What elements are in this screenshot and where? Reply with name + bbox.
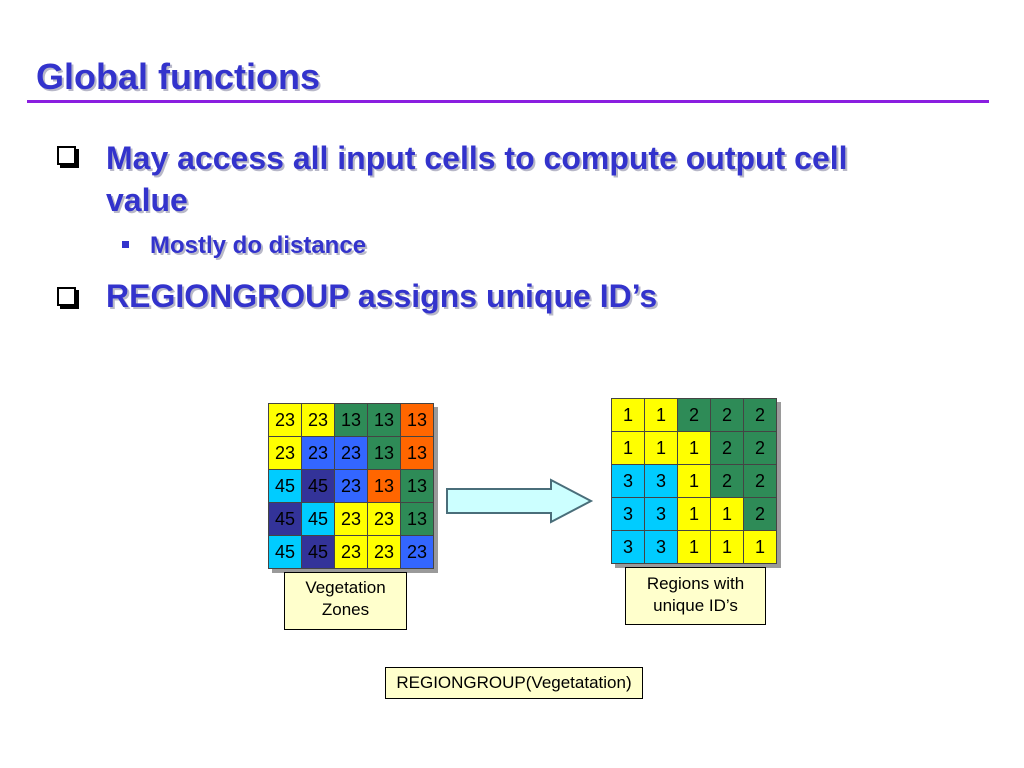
grid-cell: 13: [368, 470, 400, 502]
grid-cell: 13: [368, 437, 400, 469]
grid-cell: 23: [368, 503, 400, 535]
grid-cell: 2: [711, 399, 743, 431]
grid-cell: 2: [744, 465, 776, 497]
grid-cell: 23: [335, 503, 367, 535]
grid-cell: 1: [711, 531, 743, 563]
square-bullet-icon: [122, 241, 129, 248]
slide-title: Global functions: [36, 56, 320, 97]
grid-cell: 2: [678, 399, 710, 431]
grid-cell: 2: [711, 432, 743, 464]
grid-cell: 45: [302, 536, 334, 568]
right-arrow-icon: [446, 478, 594, 524]
sub-bullet-distance: Mostly do distance: [150, 232, 367, 259]
grid-cell: 2: [744, 498, 776, 530]
grid-cell: 23: [335, 470, 367, 502]
regions-label: Regions with unique ID’s: [625, 567, 766, 625]
grid-cell: 13: [401, 470, 433, 502]
grid-cell: 1: [678, 498, 710, 530]
checkbox-bullet-icon: [57, 287, 76, 306]
grid-cell: 1: [744, 531, 776, 563]
grid-cell: 3: [612, 531, 644, 563]
grid-cell: 23: [401, 536, 433, 568]
grid-cell: 3: [612, 498, 644, 530]
grid-cell: 23: [269, 404, 301, 436]
grid-cell: 2: [711, 465, 743, 497]
grid-cell: 23: [302, 404, 334, 436]
grid-cell: 3: [645, 531, 677, 563]
grid-cell: 23: [368, 536, 400, 568]
grid-cell: 13: [335, 404, 367, 436]
grid-cell: 1: [678, 531, 710, 563]
grid-cell: 45: [302, 470, 334, 502]
grid-cell: 45: [269, 503, 301, 535]
grid-cell: 23: [302, 437, 334, 469]
grid-cell: 45: [269, 536, 301, 568]
grid-cell: 13: [401, 437, 433, 469]
vegetation-zones-label: Vegetation Zones: [284, 572, 407, 630]
title-divider: [27, 100, 989, 103]
grid-cell: 13: [368, 404, 400, 436]
grid-cell: 2: [744, 399, 776, 431]
grid-cell: 1: [711, 498, 743, 530]
grid-cell: 1: [645, 432, 677, 464]
bullet-access-all-cells: May access all input cells to compute ou…: [106, 140, 848, 218]
grid-cell: 1: [678, 465, 710, 497]
grid-cell: 13: [401, 404, 433, 436]
grid-cell: 13: [401, 503, 433, 535]
grid-cell: 1: [612, 399, 644, 431]
grid-cell: 23: [335, 536, 367, 568]
grid-cell: 23: [335, 437, 367, 469]
grid-cell: 1: [612, 432, 644, 464]
checkbox-bullet-icon: [57, 146, 76, 165]
grid-cell: 3: [645, 465, 677, 497]
grid-cell: 45: [269, 470, 301, 502]
grid-cell: 1: [645, 399, 677, 431]
grid-cell: 3: [645, 498, 677, 530]
grid-cell: 45: [302, 503, 334, 535]
grid-cell: 23: [269, 437, 301, 469]
grid-cell: 3: [612, 465, 644, 497]
grid-cell: 1: [678, 432, 710, 464]
function-call-label: REGIONGROUP(Vegetatation): [385, 667, 643, 699]
bullet-regiongroup: REGIONGROUP assigns unique ID’s: [106, 278, 658, 314]
grid-cell: 2: [744, 432, 776, 464]
